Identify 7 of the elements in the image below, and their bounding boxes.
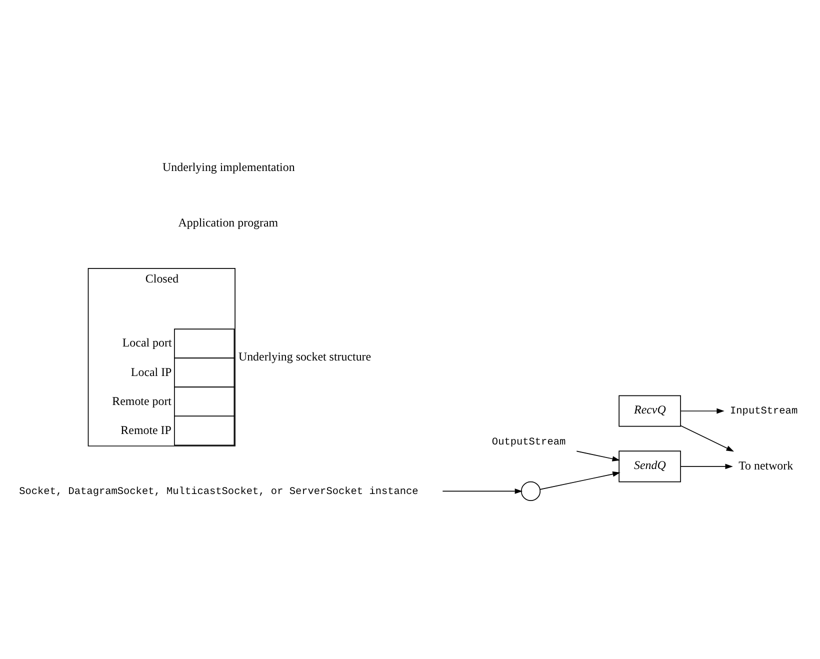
- label: Underlying implementation: [162, 160, 295, 174]
- node-label: Underlying socket structure: [238, 349, 372, 364]
- node-text: To network: [738, 458, 794, 473]
- node-text: InputStream: [730, 406, 798, 418]
- node-text: OutputStream: [492, 436, 566, 448]
- label: Application program: [178, 215, 278, 230]
- node-text: Socket, DatagramSocket, MulticastSocket, or ServerSocket instance: [19, 486, 418, 498]
